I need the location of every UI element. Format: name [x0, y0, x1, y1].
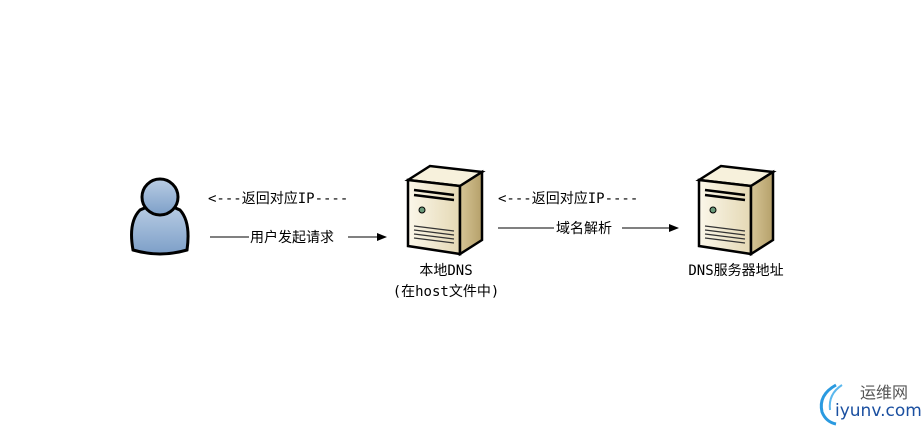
user-request-label: 用户发起请求: [250, 229, 334, 246]
local-dns-label: 本地DNS: [419, 263, 472, 279]
watermark-name: 运维网: [860, 383, 908, 402]
resolve-label: 域名解析: [556, 221, 612, 237]
return-ip-label-left: <---返回对应IP----: [208, 190, 348, 207]
local-dns-server-icon: [406, 164, 484, 256]
return-ip-label-right: <---返回对应IP----: [498, 190, 638, 207]
dns-server-icon: [697, 164, 775, 256]
watermark-logo: 运维网 iyunv.com: [819, 383, 922, 426]
local-dns-sublabel: (在host文件中): [393, 284, 500, 300]
watermark-domain: iyunv.com: [835, 401, 922, 421]
user-icon: [130, 177, 190, 256]
dns-server-label: DNS服务器地址: [688, 263, 783, 279]
